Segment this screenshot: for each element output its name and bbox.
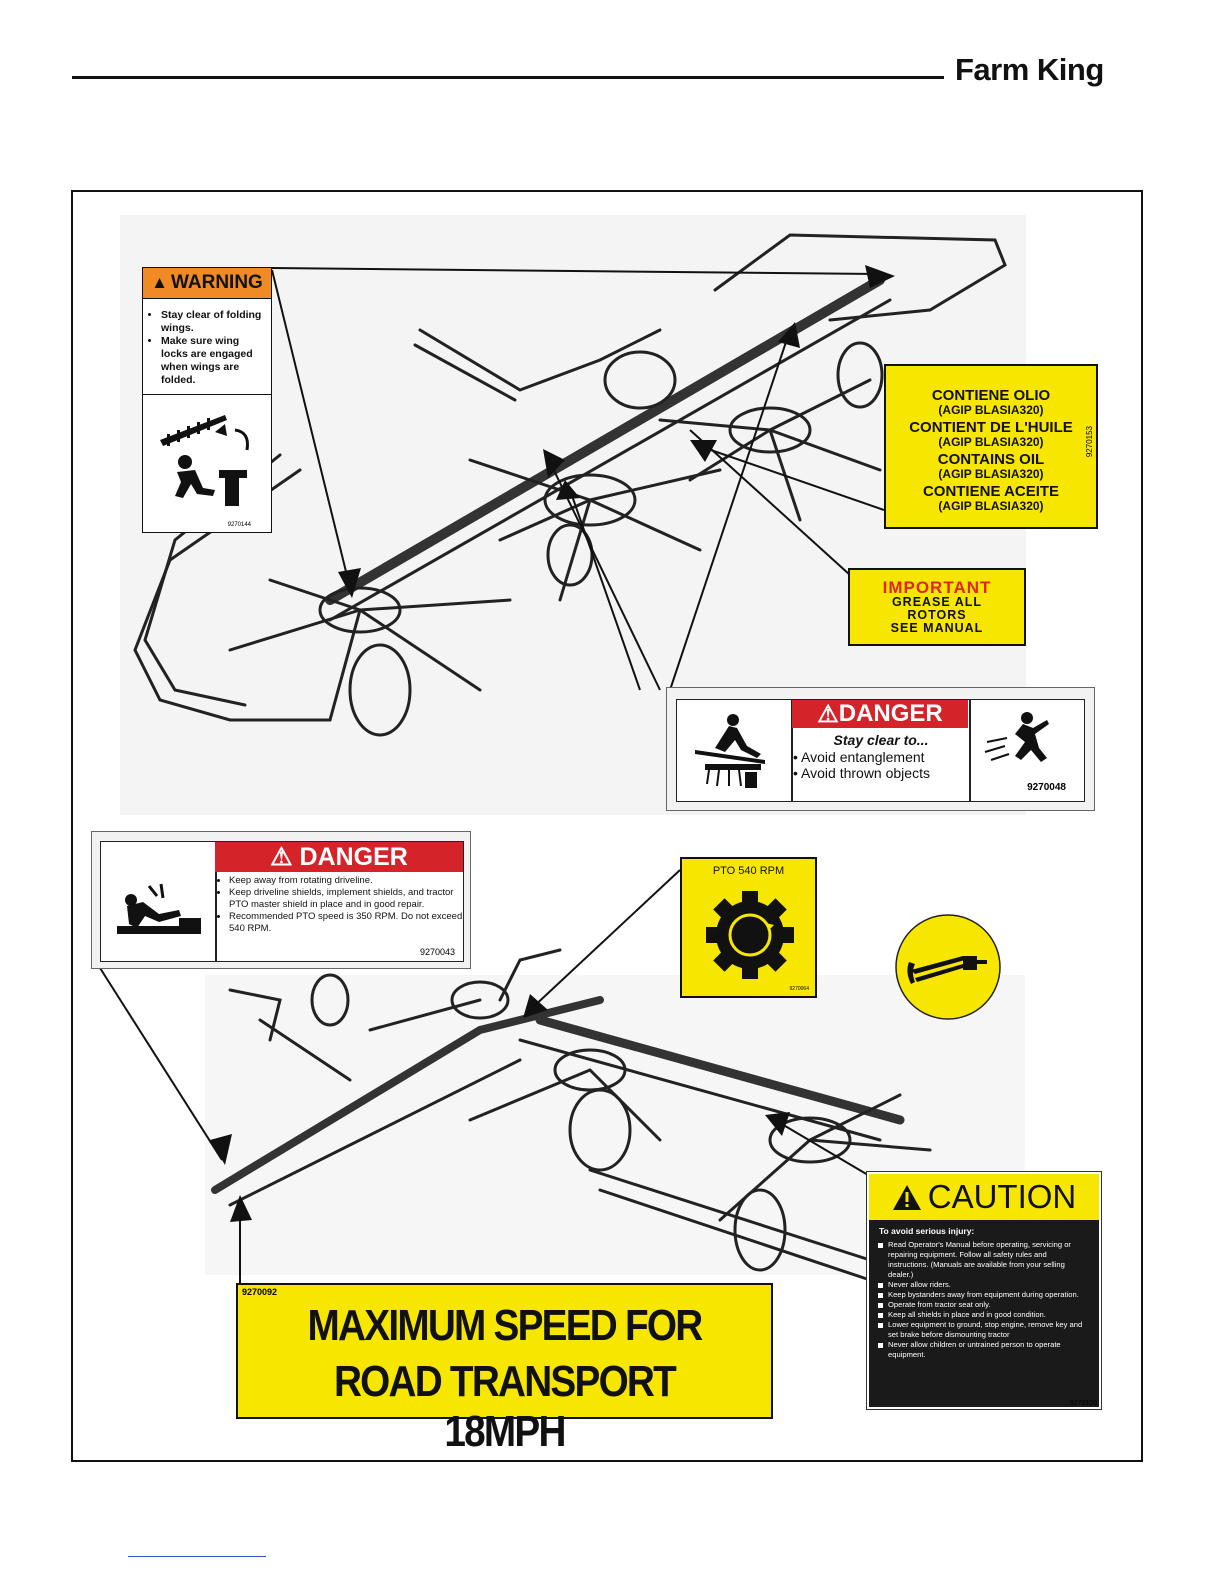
pto-decal: PTO 540 RPM 9270064 — [680, 857, 817, 998]
brand-logo: Farm King — [955, 52, 1104, 87]
speed-decal: 9270092 MAXIMUM SPEED FOR ROAD TRANSPORT… — [236, 1283, 773, 1456]
caution-part-number: 9270109 — [1069, 1400, 1097, 1407]
driveline-entanglement-icon — [117, 883, 201, 934]
danger-driveline-item: Recommended PTO speed is 350 RPM. Do not… — [229, 911, 475, 935]
danger-driveline-part-number: 9270043 — [419, 947, 455, 957]
danger-driveline-item: Keep away from rotating driveline. — [229, 875, 475, 887]
danger-thrown-part-number: 9270048 — [1027, 782, 1066, 793]
danger-thrown-header: ⚠DANGER — [792, 700, 968, 728]
danger-thrown-objects-decal: ⚠DANGER Stay clear to... • Avoid entangl… — [666, 687, 1095, 811]
oil-line: CONTIENT DE L'HUILE — [909, 419, 1073, 436]
danger-driveline-inner: ⚠ DANGER Keep away from rotating driveli… — [100, 841, 464, 962]
oil-line: (AGIP BLASIA320) — [938, 499, 1044, 513]
crush-hazard-icon — [160, 415, 249, 506]
footer-link-underline[interactable] — [128, 1556, 266, 1557]
caution-list: Read Operator's Manual before operating,… — [877, 1240, 1087, 1360]
warning-triangle-icon — [892, 1184, 921, 1210]
speed-part-number: 9270092 — [242, 1287, 278, 1297]
important-decal: IMPORTANT GREASE ALL ROTORS SEE MANUAL — [848, 568, 1026, 646]
oil-decal: CONTIENE OLIO (AGIP BLASIA320) CONTIENT … — [884, 364, 1098, 529]
danger-thrown-divider — [969, 700, 971, 801]
important-line: GREASE ALL — [891, 595, 983, 609]
pto-gear-icon — [706, 891, 794, 979]
warning-triangle-icon: ⚠ — [817, 700, 839, 728]
warning-divider — [143, 394, 271, 395]
caution-item: Lower equipment to ground, stop engine, … — [877, 1320, 1087, 1340]
pto-part-number: 9270064 — [789, 986, 809, 992]
danger-driveline-title: DANGER — [299, 842, 408, 871]
oil-line: CONTIENE OLIO — [931, 387, 1051, 404]
important-line: SEE MANUAL — [890, 621, 984, 635]
caution-decal: CAUTION To avoid serious injury: Read Op… — [866, 1171, 1102, 1410]
caution-lead: To avoid serious injury: — [879, 1226, 975, 1236]
oil-part-number: 9270153 — [1085, 426, 1094, 458]
oil-line: CONTAINS OIL — [937, 451, 1045, 468]
entanglement-hazard-icon — [695, 714, 765, 788]
caution-item: Read Operator's Manual before operating,… — [877, 1240, 1087, 1280]
important-line: ROTORS — [907, 608, 967, 622]
caution-item: Never allow riders. — [877, 1280, 1087, 1290]
danger-thrown-lead: Stay clear to... — [833, 732, 929, 748]
caution-item: Keep bystanders away from equipment duri… — [877, 1290, 1087, 1300]
danger-driveline-decal: ⚠ DANGER Keep away from rotating driveli… — [91, 831, 471, 969]
speed-line-1: MAXIMUM SPEED FOR — [307, 1301, 704, 1350]
caution-item: Operate from tractor seat only. — [877, 1300, 1087, 1310]
important-title: IMPORTANT — [882, 578, 992, 597]
danger-thrown-item-text: Avoid thrown objects — [801, 765, 930, 781]
danger-thrown-item-text: Avoid entanglement — [801, 749, 925, 765]
danger-driveline-divider — [215, 842, 217, 961]
warning-triangle-icon: ▲ — [151, 273, 168, 292]
pto-title: PTO 540 RPM — [712, 865, 785, 877]
warning-header: ▲ WARNING — [143, 268, 271, 299]
caution-item: Never allow children or untrained person… — [877, 1340, 1087, 1360]
oil-line: CONTIENE ACEITE — [922, 483, 1060, 500]
speed-line-2: ROAD TRANSPORT 18MPH — [333, 1357, 677, 1456]
danger-thrown-item: • Avoid thrown objects — [793, 765, 930, 781]
danger-driveline-item: Keep driveline shields, implement shield… — [229, 887, 475, 911]
danger-thrown-divider — [791, 700, 793, 801]
warning-decal: ▲ WARNING Stay clear of folding wings. M… — [142, 267, 272, 533]
danger-driveline-list: Keep away from rotating driveline. Keep … — [217, 875, 475, 935]
oil-line: (AGIP BLASIA320) — [938, 435, 1044, 449]
header-rule — [72, 76, 944, 79]
warning-item: Stay clear of folding wings. — [161, 309, 263, 335]
warning-title: WARNING — [171, 272, 263, 293]
grease-gun-icon — [895, 914, 1001, 1020]
oil-line: (AGIP BLASIA320) — [938, 467, 1044, 481]
oil-line: (AGIP BLASIA320) — [938, 403, 1044, 417]
danger-driveline-header: ⚠ DANGER — [215, 842, 463, 872]
danger-thrown-inner: ⚠DANGER Stay clear to... • Avoid entangl… — [676, 699, 1085, 802]
caution-header: CAUTION — [869, 1174, 1099, 1220]
caution-body: To avoid serious injury: Read Operator's… — [869, 1220, 1099, 1407]
figure-frame — [71, 190, 1143, 1462]
warning-triangle-icon: ⚠ — [270, 843, 300, 871]
caution-item: Keep all shields in place and in good co… — [877, 1310, 1087, 1320]
warning-item: Make sure wing locks are engaged when wi… — [161, 335, 263, 387]
danger-thrown-body: Stay clear to... • Avoid entanglement • … — [793, 732, 969, 781]
caution-title: CAUTION — [927, 1178, 1077, 1215]
danger-thrown-title: DANGER — [838, 700, 943, 727]
thrown-object-icon — [984, 712, 1049, 762]
warning-list: Stay clear of folding wings. Make sure w… — [143, 299, 271, 391]
warning-part-number: 9270144 — [227, 522, 251, 528]
danger-thrown-item: • Avoid entanglement — [793, 749, 925, 765]
